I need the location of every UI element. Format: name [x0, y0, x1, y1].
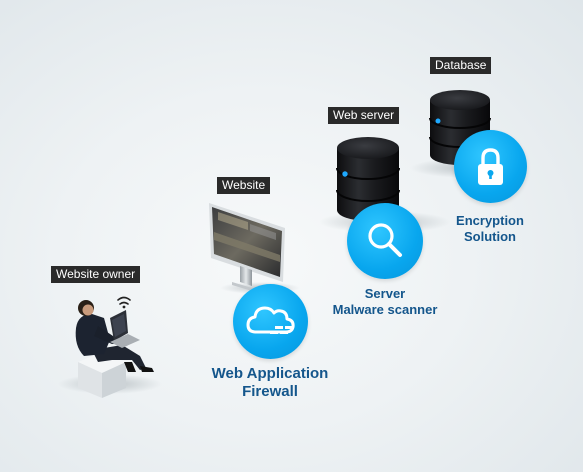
magnifier-icon — [368, 223, 402, 257]
label-website: Website — [217, 177, 271, 194]
waf-caption-line2: Firewall — [242, 383, 298, 400]
padlock-icon — [478, 148, 503, 185]
encryption-caption-line1: Encryption — [456, 213, 524, 228]
encryption-caption-line2: Solution — [464, 228, 516, 244]
encryption-badge — [454, 130, 527, 203]
website-owner-figure — [58, 296, 162, 398]
malware-scanner-caption-line1: Server — [364, 286, 406, 301]
waf-badge — [233, 284, 308, 359]
website-monitor — [209, 203, 300, 294]
label-website-owner: Website owner — [51, 266, 141, 283]
label-database: Database — [430, 57, 492, 74]
wifi-signal-icon — [117, 296, 131, 305]
malware-scanner-caption: Server Malware scanner — [320, 286, 450, 317]
waf-caption-line1: Web Application — [211, 365, 329, 382]
malware-scanner-badge — [347, 203, 423, 279]
malware-scanner-caption-line2: Malware scanner — [332, 301, 438, 317]
encryption-caption: Encryption Solution — [430, 213, 550, 244]
label-web-server: Web server — [328, 107, 400, 124]
waf-caption: Web Application Firewall — [205, 365, 335, 401]
cloud-icon — [246, 306, 295, 334]
